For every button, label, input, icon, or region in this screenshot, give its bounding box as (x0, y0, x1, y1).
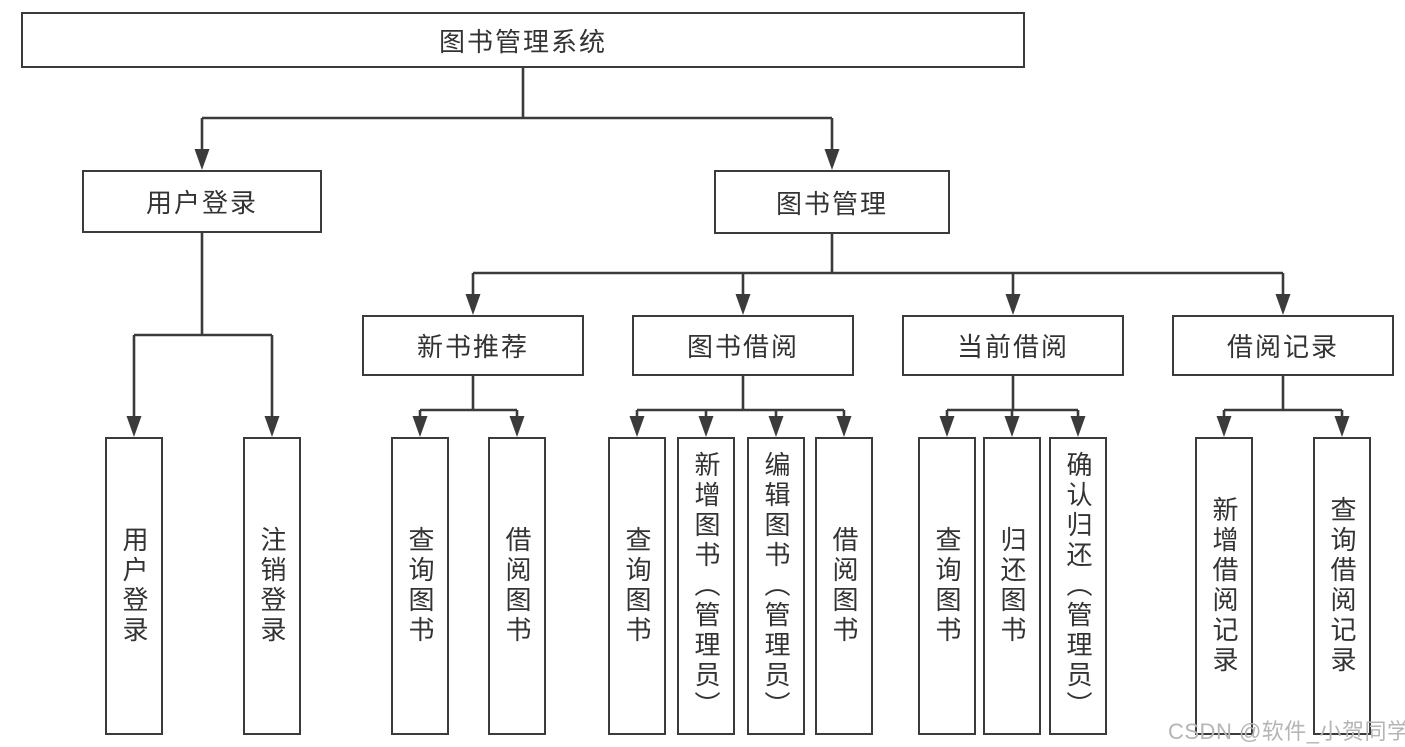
leaf-borrowing-borrow-books-label: 借阅图书 (829, 526, 859, 646)
leaf-borrowing-query-books-label: 查询图书 (622, 526, 652, 646)
csdn-watermark: CSDN @软件_小贺同学 (1168, 719, 1405, 744)
node-book-borrowing: 图书借阅 (632, 315, 854, 376)
node-new-book-recommendation: 新书推荐 (362, 315, 584, 376)
leaf-borrowing-query-books: 查询图书 (608, 437, 666, 735)
leaf-newbook-query-books-label: 查询图书 (405, 526, 435, 646)
leaf-current-query-books: 查询图书 (918, 437, 976, 735)
leaf-confirm-return-admin-label: 确认归还（管理员） (1063, 451, 1093, 721)
node-user-login-label: 用户登录 (145, 188, 258, 218)
leaf-return-book: 归还图书 (983, 437, 1041, 735)
leaf-newbook-borrow-books: 借阅图书 (488, 437, 546, 735)
leaf-add-borrow-record: 新增借阅记录 (1195, 437, 1253, 735)
node-root: 图书管理系统 (21, 12, 1025, 68)
leaf-newbook-query-books: 查询图书 (391, 437, 449, 735)
leaf-user-login-label: 用户登录 (119, 526, 149, 646)
leaf-add-book-admin-label: 新增图书（管理员） (691, 451, 721, 721)
node-root-label: 图书管理系统 (438, 26, 607, 57)
node-new-book-recommendation-label: 新书推荐 (416, 332, 529, 362)
node-borrowing-records-label: 借阅记录 (1226, 332, 1339, 362)
leaf-user-login: 用户登录 (105, 437, 163, 735)
leaf-logout-label: 注销登录 (257, 526, 287, 646)
leaf-current-query-books-label: 查询图书 (932, 526, 962, 646)
node-user-login: 用户登录 (82, 170, 322, 233)
node-borrowing-records: 借阅记录 (1172, 315, 1394, 376)
leaf-query-borrow-record: 查询借阅记录 (1313, 437, 1371, 735)
leaf-logout: 注销登录 (243, 437, 301, 735)
leaf-borrowing-borrow-books: 借阅图书 (815, 437, 873, 735)
leaf-confirm-return-admin: 确认归还（管理员） (1049, 437, 1107, 735)
leaf-add-borrow-record-label: 新增借阅记录 (1209, 496, 1239, 676)
leaf-query-borrow-record-label: 查询借阅记录 (1327, 496, 1357, 676)
node-current-borrowing: 当前借阅 (902, 315, 1124, 376)
leaf-edit-book-admin-label: 编辑图书（管理员） (761, 451, 791, 721)
leaf-add-book-admin: 新增图书（管理员） (677, 437, 735, 735)
node-book-borrowing-label: 图书借阅 (686, 332, 799, 362)
node-current-borrowing-label: 当前借阅 (956, 332, 1069, 362)
leaf-newbook-borrow-books-label: 借阅图书 (502, 526, 532, 646)
node-book-management-label: 图书管理 (775, 188, 888, 219)
node-book-management: 图书管理 (714, 170, 950, 234)
leaf-return-book-label: 归还图书 (997, 526, 1027, 646)
leaf-edit-book-admin: 编辑图书（管理员） (747, 437, 805, 735)
